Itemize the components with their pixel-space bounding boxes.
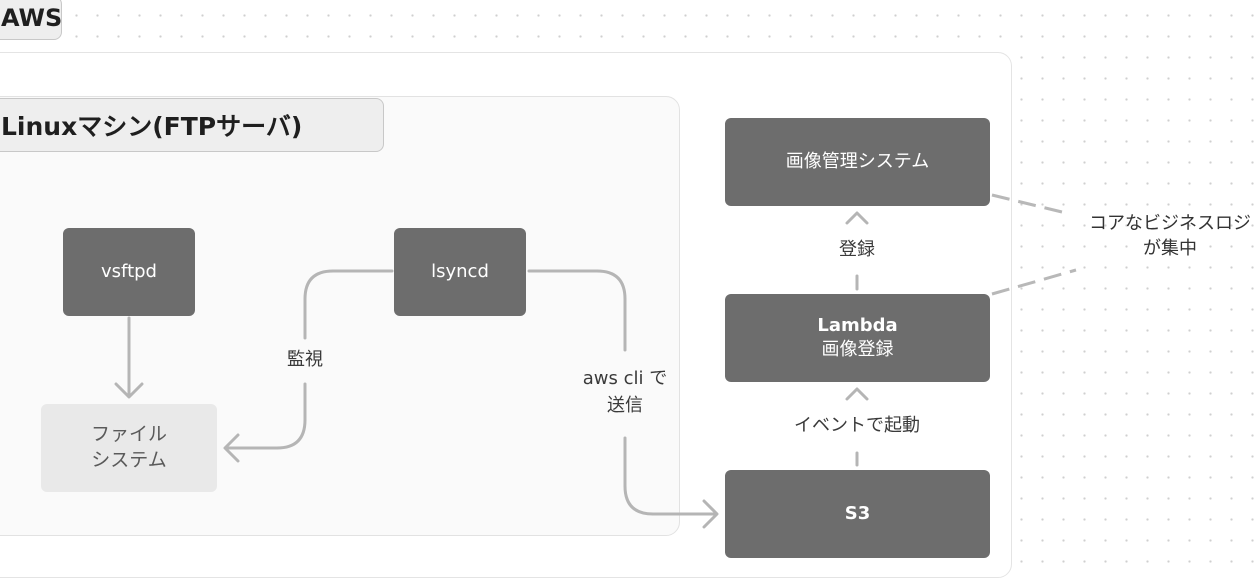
edge-lsyncd-watch-filesystem [224,269,394,450]
edge-label-register: 登録 [839,239,875,260]
node-file-system-label-line1: ファイル [90,423,167,446]
node-lambda[interactable]: Lambda 画像登録 [725,294,990,382]
note-line1: コアなビジネスロジ [1089,213,1251,234]
node-lsyncd[interactable]: lsyncd [394,228,526,316]
linux-frame-label: Linuxマシン(FTPサーバ) [0,98,384,152]
dashed-line-image-system-note [991,193,1063,214]
node-lambda-subtitle: 画像登録 [821,339,894,360]
arrowhead-filesystem-right [223,433,240,463]
node-s3[interactable]: S3 [725,470,990,558]
node-lsyncd-label: lsyncd [431,260,489,282]
arrowhead-image-system-bottom [845,211,869,225]
edge-lsyncd-to-s3 [527,269,718,516]
dashed-line-lambda-note [991,268,1077,296]
node-file-system-label-line2: システム [91,449,167,471]
node-image-management-system-label: 画像管理システム [785,150,930,172]
node-vsftpd-label: vsftpd [101,260,157,282]
edge-label-event-trigger: イベントで起動 [794,415,920,436]
arrowhead-lambda-bottom [845,387,869,401]
node-file-system[interactable]: ファイル システム [41,404,217,492]
aws-frame-label: AWS [0,0,62,40]
node-s3-label: S3 [844,502,871,524]
note-core-business-logic: コアなビジネスロジ が集中 [1062,211,1260,261]
arrowhead-s3-left [702,499,719,529]
edge-label-watch: 監視 [287,349,323,370]
arrowhead-filesystem-top [114,382,144,399]
edge-label-aws-cli-line2: 送信 [607,395,643,416]
node-lambda-title: Lambda [817,314,898,336]
node-image-management-system[interactable]: 画像管理システム [725,118,990,206]
edge-label-aws-cli-line1: aws cli で [582,368,668,389]
node-vsftpd[interactable]: vsftpd [63,228,195,316]
edge-label-aws-cli: aws cli で 送信 [560,365,690,419]
note-line2: が集中 [1143,238,1197,260]
